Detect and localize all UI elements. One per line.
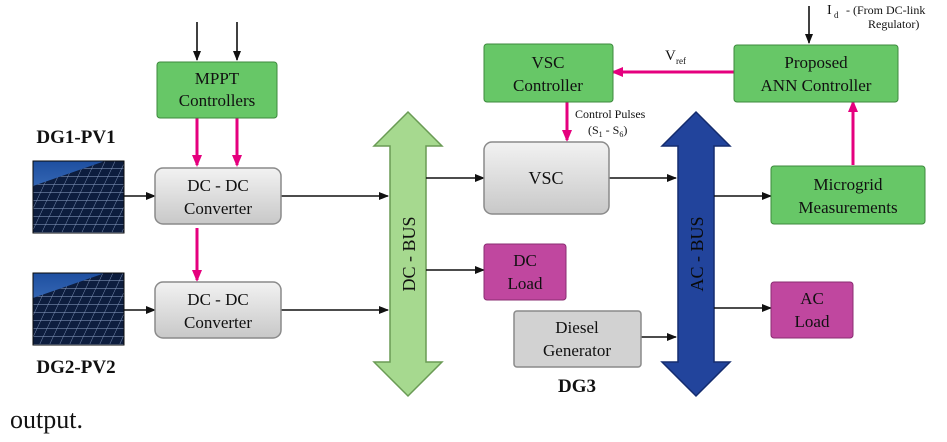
ac-bus: AC - BUS — [660, 110, 732, 398]
vsc-controller-label-line2: Controller — [513, 76, 583, 95]
vsc-controller-label-line1: VSC — [531, 53, 564, 72]
dc-load-label-line2: Load — [508, 274, 543, 293]
solar-panel-icon — [32, 272, 125, 346]
dg2-label: DG2-PV2 — [36, 357, 115, 378]
dcdc-converter-2-block: DC - DC Converter — [154, 281, 282, 339]
mppt-controllers-block: MPPT Controllers — [156, 61, 278, 119]
connections — [124, 6, 813, 341]
diesel-label-line1: Diesel — [555, 318, 599, 337]
dcdc2-label-line1: DC - DC — [187, 290, 248, 309]
ac-load-label-line2: Load — [795, 312, 830, 331]
dcdc1-label-line2: Converter — [184, 199, 252, 218]
ac-load-block: AC Load — [770, 281, 854, 339]
switches-text: (S1 - S6) — [588, 123, 627, 139]
dcdc1-label-line1: DC - DC — [187, 176, 248, 195]
control-signals — [192, 67, 858, 282]
vref-label: V ref — [665, 48, 686, 66]
dcdc2-label-line2: Converter — [184, 313, 252, 332]
ann-label-line1: Proposed — [784, 53, 848, 72]
ac-load-label-line1: AC — [800, 289, 824, 308]
vref-main: V — [665, 48, 676, 64]
microgrid-measurements-block: Microgrid Measurements — [770, 165, 926, 225]
dg3-label: DG3 — [558, 376, 596, 397]
id-source-line1: - (From DC-link — [846, 3, 925, 17]
microgrid-label-line2: Measurements — [798, 198, 897, 217]
dc-bus: DC - BUS — [372, 110, 444, 398]
control-pulses-text: Control Pulses — [575, 107, 646, 121]
dc-bus-label: DC - BUS — [399, 216, 419, 291]
id-label: I d - (From DC-link Regulator) — [827, 3, 925, 31]
dg1-label: DG1-PV1 — [36, 127, 115, 148]
dcdc-converter-1-block: DC - DC Converter — [154, 167, 282, 225]
vsc-block: VSC — [483, 141, 610, 215]
mppt-label-line2: Controllers — [179, 91, 256, 110]
id-source-line2: Regulator) — [868, 17, 919, 31]
vsc-label: VSC — [528, 168, 563, 188]
vsc-controller-block: VSC Controller — [483, 43, 614, 103]
mppt-label-line1: MPPT — [195, 69, 240, 88]
microgrid-label-line1: Microgrid — [814, 175, 883, 194]
ann-controller-block: Proposed ANN Controller — [733, 44, 899, 103]
solar-panel-icon — [32, 160, 125, 234]
diesel-generator-block: Diesel Generator — [513, 310, 642, 368]
diesel-label-line2: Generator — [543, 341, 611, 360]
control-pulses-label: Control Pulses (S1 - S6) — [575, 107, 646, 139]
dc-load-block: DC Load — [483, 243, 567, 301]
vref-sub: ref — [676, 56, 686, 66]
ac-bus-label: AC - BUS — [687, 216, 707, 291]
id-sub: d — [834, 10, 839, 20]
ann-label-line2: ANN Controller — [761, 76, 872, 95]
dc-load-label-line1: DC — [513, 251, 537, 270]
id-main: I — [827, 3, 832, 18]
caption-fragment: output. — [10, 405, 83, 434]
